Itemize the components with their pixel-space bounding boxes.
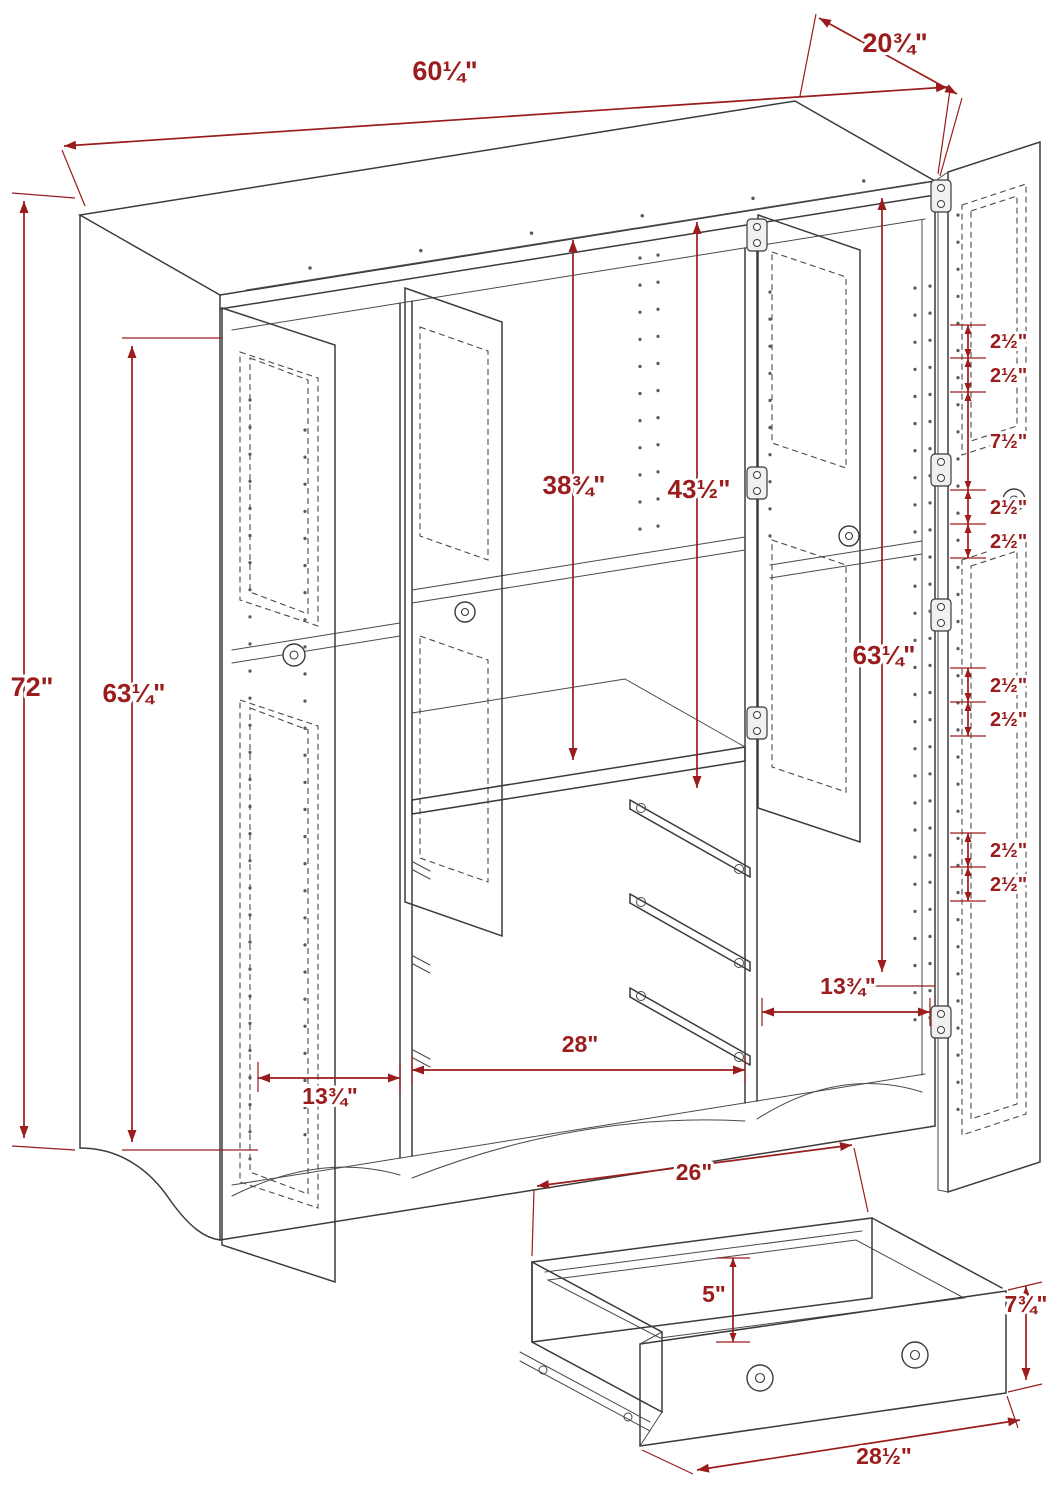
hanging-rails [231, 536, 923, 664]
dimension-lines [11, 13, 1043, 1475]
door-hinge-icon [746, 466, 768, 500]
door-hinge-icon [746, 218, 768, 252]
dim-label-interior-height: 63¼" [103, 678, 166, 708]
dim-label-drawer-front-height: 7¾" [1005, 1291, 1048, 1317]
right-door [930, 140, 1041, 1194]
left-door [221, 306, 336, 1284]
drawer-knob [746, 1364, 774, 1392]
dim-label-pin-spacing: 2½" [990, 874, 1027, 896]
dim-label-pin-spacing: 2½" [990, 840, 1027, 862]
dim-label-overall-height: 72" [11, 672, 54, 702]
dim-label-pin-spacing: 2½" [990, 675, 1027, 697]
second-door [404, 286, 503, 938]
dim-label-pin-spacing: 2½" [990, 331, 1027, 353]
drawer-knob [901, 1341, 929, 1369]
right-door-knob [1002, 488, 1026, 512]
door-hinge-icon [930, 598, 952, 632]
dim-label-pin-spacing: 2½" [990, 497, 1027, 519]
middle-shelf [411, 678, 746, 815]
dim-label-drawer-side-height: 5" [702, 1281, 726, 1307]
drawer-slides [412, 799, 751, 1068]
top-panel [77, 100, 938, 310]
dim-label-top-depth: 20¾" [862, 28, 927, 58]
dim-label-right-section: 13¾" [820, 973, 876, 999]
door-hinge-icon [930, 1005, 952, 1039]
door-hinge-icon [930, 453, 952, 487]
dim-label-middle-section: 28" [562, 1031, 599, 1057]
second-door-knob [454, 601, 476, 623]
dim-label-left-section: 13¾" [302, 1083, 358, 1109]
third-door-knob [838, 525, 860, 547]
dim-label-top-width: 60¼" [412, 56, 477, 86]
dim-label-pin-spacing: 2½" [990, 531, 1027, 553]
dim-label-drawer-front-width: 28½" [856, 1443, 912, 1469]
dim-label-right-opening: 43½" [668, 474, 731, 504]
drawer-box [519, 1217, 1007, 1447]
dim-label-right-door-height: 63¼" [853, 640, 916, 670]
shelf-pin-holes [248, 213, 960, 1182]
carcass [79, 194, 936, 1241]
dim-label-pin-spacing: 2½" [990, 365, 1027, 387]
door-hinge-icon [930, 179, 952, 213]
dim-label-drawer-width: 26" [676, 1159, 713, 1185]
dim-label-pin-group-spacing: 7½" [990, 431, 1027, 453]
door-hinge-icon [746, 706, 768, 740]
third-door [746, 213, 861, 844]
dim-label-shelf-height: 38¾" [543, 470, 606, 500]
dimension-labels: 60¼" 20¾" 72" 63¼" 38¾" 43½" 63¼" 2½" 2½… [8, 25, 1051, 1472]
dim-label-pin-spacing: 2½" [990, 709, 1027, 731]
left-door-knob [282, 643, 306, 667]
